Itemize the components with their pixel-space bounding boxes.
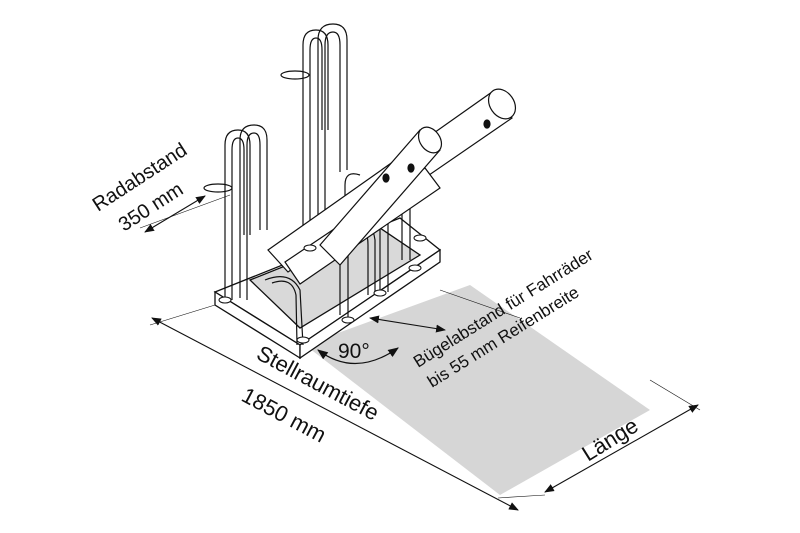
dimension-radabstand (139, 194, 231, 233)
dimension-laenge (497, 379, 701, 499)
label-angle: 90° (338, 340, 370, 363)
diagonal-tubes (267, 88, 517, 285)
dimension-stellraumtiefe (149, 304, 519, 511)
